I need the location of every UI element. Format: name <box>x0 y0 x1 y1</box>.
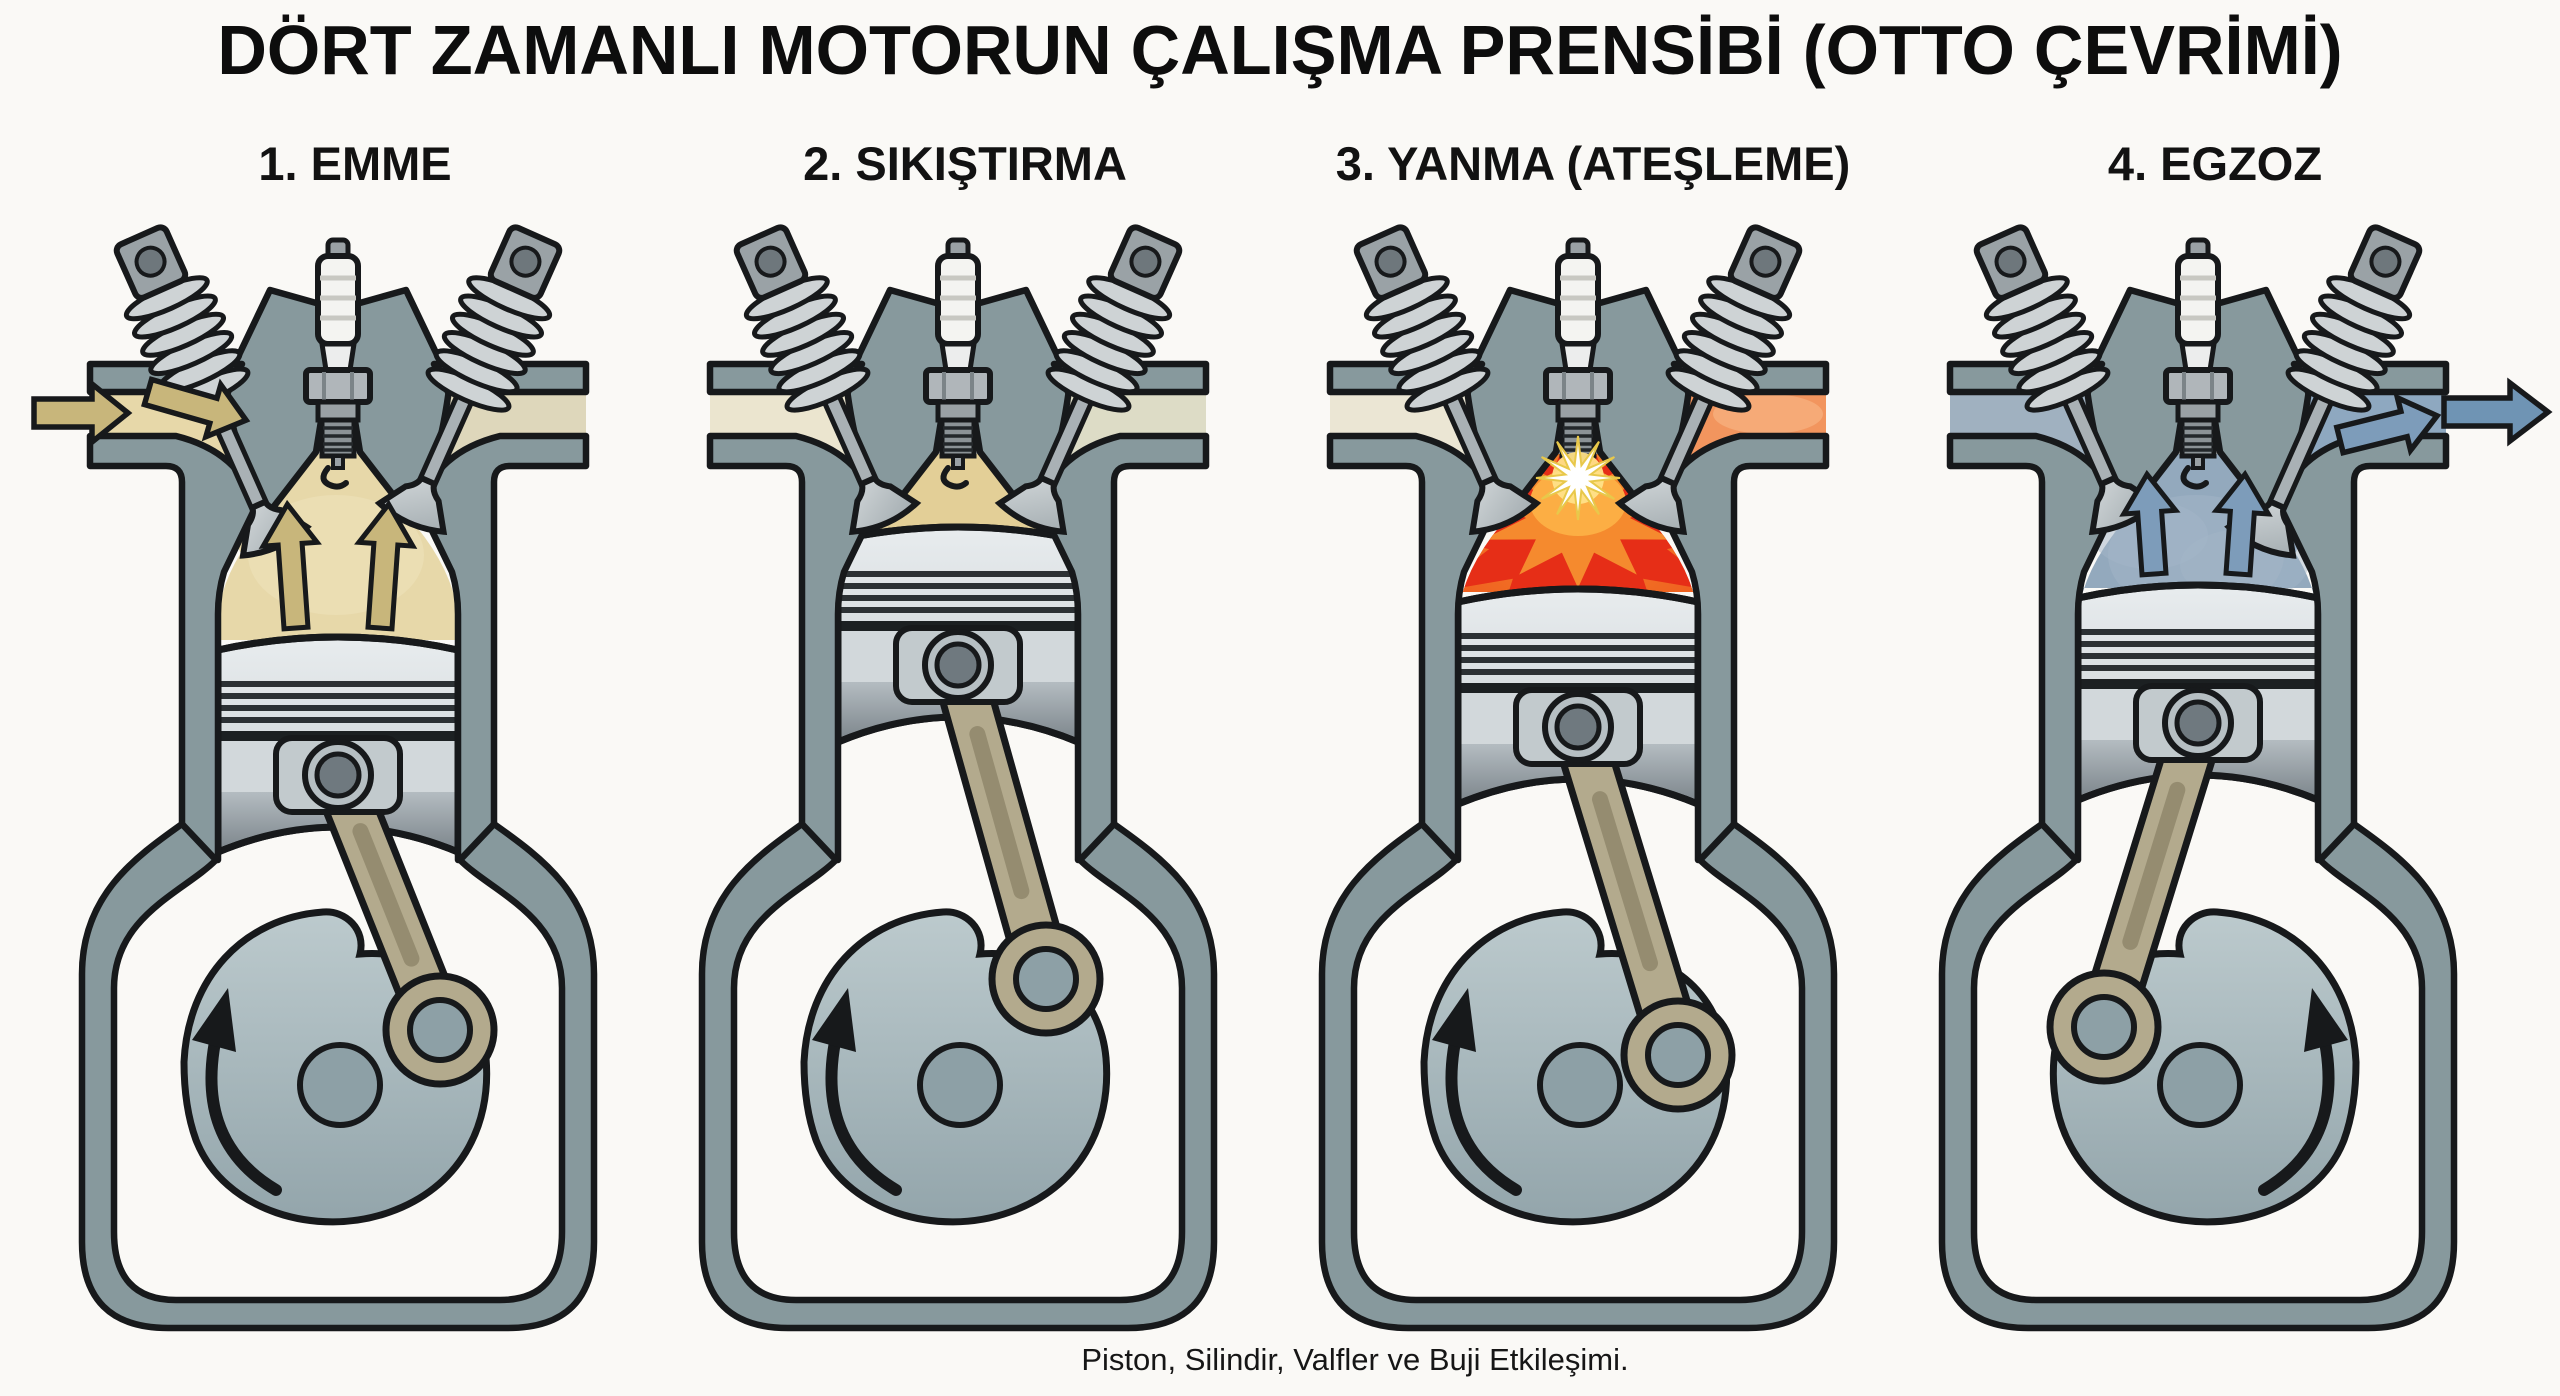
crank-journal <box>2157 1042 2243 1128</box>
spark-plug-icon <box>2163 237 2233 490</box>
chamber-flow-arrow <box>2211 469 2273 578</box>
valve-spring <box>733 224 871 413</box>
valve-spring <box>2285 224 2423 413</box>
intake-valve <box>733 224 922 536</box>
stage-label-4: 4. EGZOZ <box>2107 137 2323 190</box>
crank-rotation-arrow <box>812 988 902 1196</box>
wrist-pin <box>893 625 1023 705</box>
crank-rotation-arrow <box>2258 988 2348 1196</box>
connecting-rod <box>930 637 1104 1037</box>
exhaust-flow-arrows <box>2119 377 2553 578</box>
crank-rotation-arrow <box>192 988 282 1196</box>
valve-spring <box>425 224 563 413</box>
crank-rotation-arrow <box>1432 988 1522 1196</box>
crankcase <box>1938 820 2458 1332</box>
cylinder-wall-left <box>1946 432 2120 864</box>
crankcase <box>78 820 598 1332</box>
valve-spring <box>1665 224 1803 413</box>
intake-port-arrow <box>141 376 251 442</box>
engine-stage-4 <box>1938 224 2553 1332</box>
chamber-flow-arrow <box>354 499 418 632</box>
engine-stage-3 <box>1318 224 1838 1332</box>
intake-flow-arrows <box>31 376 418 632</box>
intake-valve <box>1353 224 1542 536</box>
chamber-flow-arrow <box>2119 469 2181 578</box>
crankcase <box>698 820 1218 1332</box>
connecting-rod <box>310 747 498 1088</box>
spark-plug-icon <box>303 237 373 490</box>
crank-journal <box>917 1042 1003 1128</box>
cylinder-wall-left <box>706 432 880 864</box>
cylinder-wall-right <box>1036 432 1210 864</box>
spark-plug-icon <box>923 237 993 490</box>
valve-spring <box>113 224 251 413</box>
cylinder-wall-left <box>1326 432 1500 864</box>
exhaust-port-arrow <box>2333 392 2442 457</box>
cylinder-wall-right <box>416 432 590 864</box>
intake-entry-arrow <box>31 378 133 448</box>
engine-stage-1 <box>31 224 598 1332</box>
intake-valve <box>1973 224 2162 536</box>
wrist-pin <box>2133 683 2263 763</box>
cylinder-wall-left <box>86 432 260 864</box>
exhaust-valve <box>1614 224 1803 536</box>
stage-label-2: 2. SIKIŞTIRMA <box>803 137 1127 190</box>
crankcase <box>1318 820 1838 1332</box>
engine-block <box>78 286 598 1332</box>
caption: Piston, Silindir, Valfler ve Buji Etkile… <box>1081 1342 1629 1377</box>
crank-journal <box>297 1042 383 1128</box>
cylinder-wall-right <box>1656 432 1830 864</box>
engine-block <box>1938 286 2458 1332</box>
valve-spring <box>1353 224 1491 413</box>
exhaust-exit-arrow <box>2441 377 2553 447</box>
stage-label-3: 3. YANMA (ATEŞLEME) <box>1335 137 1851 190</box>
connecting-rod <box>2046 695 2226 1085</box>
chamber-flow-arrow <box>258 499 322 632</box>
connecting-rod <box>1550 699 1736 1113</box>
stage-label-1: 1. EMME <box>258 137 452 190</box>
crank-journal <box>1537 1042 1623 1128</box>
exhaust-valve <box>2224 224 2423 559</box>
spark-flash-icon <box>1535 435 1621 521</box>
wrist-pin <box>1513 687 1643 767</box>
engine-block <box>698 286 1218 1332</box>
intake-valve <box>113 224 312 559</box>
wrist-pin <box>273 735 403 815</box>
engine-stage-2 <box>698 224 1218 1332</box>
valve-spring <box>1973 224 2111 413</box>
cylinder-wall-right <box>2276 432 2450 864</box>
exhaust-valve <box>994 224 1183 536</box>
exhaust-valve <box>374 224 563 536</box>
valve-spring <box>1045 224 1183 413</box>
page-title: DÖRT ZAMANLI MOTORUN ÇALIŞMA PRENSİBİ (O… <box>217 11 2343 89</box>
